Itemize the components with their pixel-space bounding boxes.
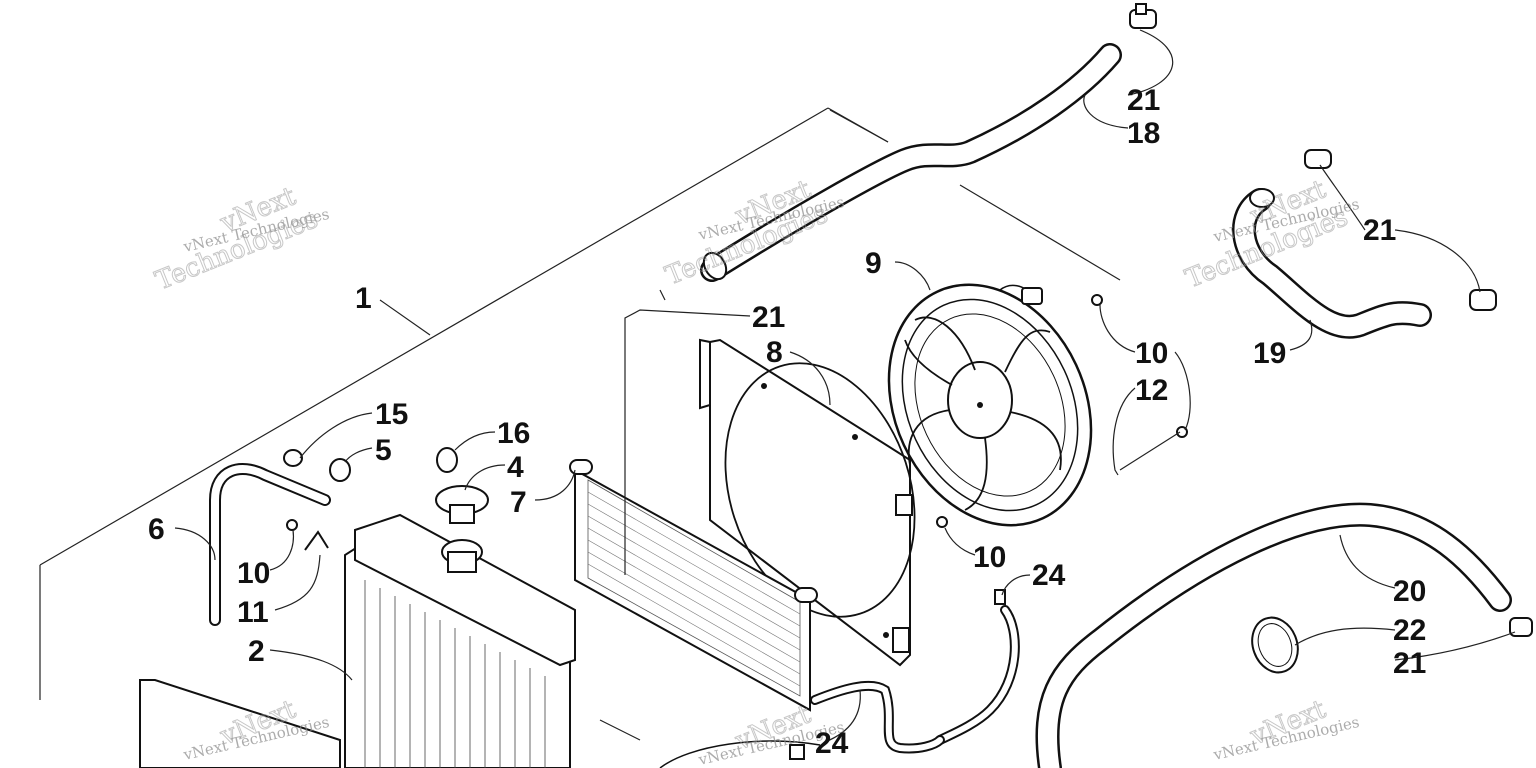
callout-6: 6 (148, 513, 165, 546)
callout-15: 15 (375, 398, 408, 431)
callout-24: 24 (1032, 559, 1066, 592)
callout-18: 18 (1127, 117, 1160, 150)
callout-10: 10 (973, 541, 1006, 574)
hose-20 (1035, 502, 1533, 768)
callout-5: 5 (375, 434, 392, 467)
callout-21: 21 (752, 301, 785, 334)
callout-22: 22 (1393, 614, 1426, 647)
callout-21: 21 (1393, 647, 1426, 680)
callout-1: 1 (355, 282, 372, 315)
callout-10: 10 (1135, 337, 1168, 370)
fan-shroud (699, 338, 916, 667)
bottom-wire (599, 719, 821, 768)
callout-24: 24 (815, 727, 849, 760)
callout-16: 16 (497, 417, 530, 450)
callout-10: 10 (237, 557, 270, 590)
radiator (344, 513, 576, 768)
overflow-hose (209, 463, 331, 626)
callouts: 1 21 18 9 21 8 21 19 10 12 15 16 5 4 7 6… (148, 84, 1426, 760)
hardware-parts (283, 294, 1188, 605)
callout-9: 9 (865, 247, 882, 280)
callout-8: 8 (766, 336, 783, 369)
callout-11: 11 (237, 596, 269, 629)
upper-hose (700, 43, 1122, 282)
side-panel (139, 679, 341, 768)
callout-21: 21 (1363, 214, 1396, 247)
lower-hose-right (1232, 149, 1497, 339)
fan-assembly (887, 283, 1093, 527)
callout-7: 7 (510, 486, 527, 519)
callout-21: 21 (1127, 84, 1160, 117)
assembly-outline (39, 107, 1121, 700)
callout-2: 2 (248, 635, 265, 668)
leader-lines (174, 29, 1516, 743)
callout-4: 4 (507, 451, 524, 484)
clamp-top (1129, 3, 1157, 29)
small-hoses (810, 605, 1020, 754)
callout-12: 12 (1135, 374, 1168, 407)
callout-20: 20 (1393, 575, 1426, 608)
callout-19: 19 (1253, 337, 1286, 370)
radiator-cap (435, 485, 489, 573)
